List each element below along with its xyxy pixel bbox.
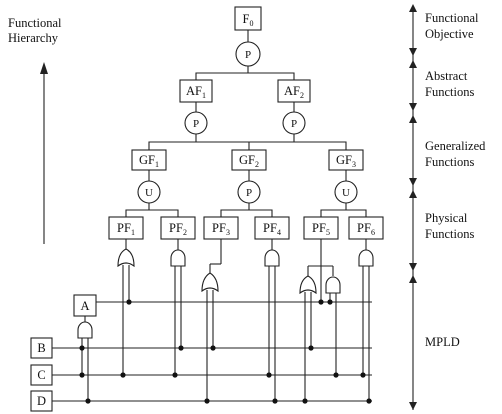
mpld-junctions [79,299,372,404]
level-scale [409,4,417,410]
junction-dot [308,345,314,351]
svg-text:P: P [246,187,252,199]
input-b: B [30,337,53,359]
left-label-line2: Hierarchy [8,31,59,45]
node-af1: AF1 [179,79,213,103]
logic-gates [77,248,374,339]
node-pf3: PF3 [203,216,239,240]
svg-text:PF1: PF1 [117,221,135,237]
svg-text:D: D [37,394,46,408]
junction-dot [266,372,272,378]
junction-dot [210,345,216,351]
node-pf2: PF2 [160,216,196,240]
input-c: C [30,364,53,386]
svg-text:PF6: PF6 [357,221,375,237]
left-label-line1: Functional [8,16,62,30]
svg-text:PF4: PF4 [263,221,281,237]
connector-p-top: P [235,41,261,67]
input-a: A [73,294,97,317]
junction-dot [178,345,184,351]
connector-p-gf2: P [237,180,261,204]
svg-text:C: C [37,368,45,382]
junction-dot [318,299,324,305]
junction-dot [360,372,366,378]
mpld-wiring [52,239,372,402]
node-pf5: PF5 [303,216,339,240]
or-gate-icon [299,275,317,295]
and-gate-icon [264,249,280,267]
svg-text:GF1: GF1 [139,153,159,169]
svg-text:U: U [145,187,153,199]
node-gf3: GF3 [328,149,364,171]
svg-text:GF2: GF2 [239,153,259,169]
level-generalized-line2: Functions [425,155,474,169]
connector-circles: P P P U P U [137,41,358,204]
junction-dot [366,398,372,404]
svg-text:P: P [245,49,251,61]
connector-u-gf1: U [137,180,161,204]
svg-text:AF2: AF2 [284,84,304,100]
svg-text:U: U [342,187,350,199]
input-boxes: A B C D [30,294,97,412]
node-pf6: PF6 [348,216,384,240]
node-gf2: GF2 [231,149,267,171]
level-mpld-label: MPLD [425,335,460,349]
or-gate-icon [117,248,135,268]
svg-text:PF2: PF2 [169,221,187,237]
svg-text:PF5: PF5 [312,221,330,237]
junction-dot [79,345,85,351]
or-gate-icon [201,272,219,293]
junction-dot [79,372,85,378]
junction-dot [85,398,91,404]
tree-lines [125,30,367,217]
junction-dot [272,398,278,404]
level-physical-line1: Physical [425,211,468,225]
svg-text:P: P [193,118,199,130]
junction-dot [333,372,339,378]
level-generalized-line1: Generalized [425,139,486,153]
level-abstract-line1: Abstract [425,69,468,83]
svg-text:GF3: GF3 [336,153,356,169]
junction-dot [126,299,132,305]
connector-p-af2: P [282,111,306,135]
node-af2: AF2 [277,79,311,103]
junction-dot [327,299,333,305]
level-objective-line2: Objective [425,27,474,41]
and-gate-icon [325,276,341,294]
node-pf4: PF4 [254,216,290,240]
svg-text:F0: F0 [243,12,254,28]
connector-u-gf3: U [334,180,358,204]
and-gate-icon [170,249,186,267]
input-d: D [30,390,53,412]
svg-text:PF3: PF3 [212,221,230,237]
junction-dot [172,372,178,378]
junction-dot [204,398,210,404]
level-abstract-line2: Functions [425,85,474,99]
node-gf1: GF1 [131,149,167,171]
junction-dot [302,398,308,404]
junction-dot [120,372,126,378]
connector-p-af1: P [184,111,208,135]
svg-text:P: P [291,118,297,130]
and-gate-icon [358,249,374,267]
node-f0: F0 [234,6,262,31]
function-boxes: F0 AF1 AF2 GF1 GF2 GF3 PF1 PF2 [108,6,384,240]
svg-text:B: B [37,341,45,355]
functional-hierarchy-arrow [40,62,48,244]
level-objective-line1: Functional [425,11,479,25]
level-physical-line2: Functions [425,227,474,241]
svg-text:A: A [80,299,89,313]
and-gate-icon [77,321,93,339]
node-pf1: PF1 [108,216,144,240]
svg-text:AF1: AF1 [186,84,206,100]
